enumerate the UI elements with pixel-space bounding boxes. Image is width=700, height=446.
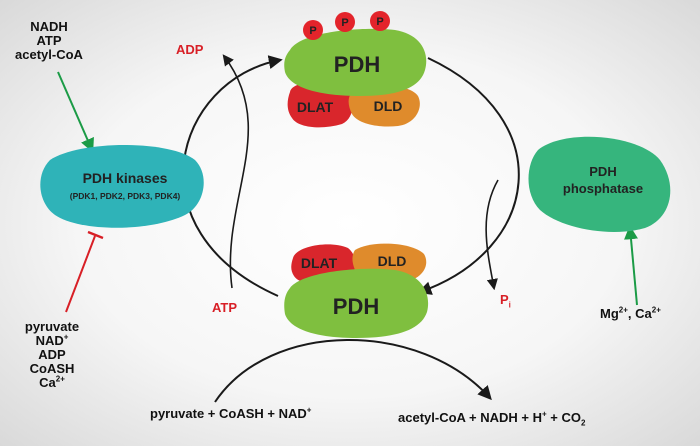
kinase-activation-arrow [57, 71, 94, 153]
top-dlat-label: DLAT [297, 99, 334, 115]
activator-atp: ATP [36, 33, 62, 48]
kinase-activators: NADH ATP acetyl-CoA [6, 20, 92, 62]
kinases-title: PDH kinases [83, 170, 168, 186]
phosphatase-activation-arrow [624, 225, 638, 306]
pi-release-branch [485, 179, 499, 291]
reaction-products: acetyl-CoA + NADH + H+ + CO2 [398, 409, 586, 428]
phosphatase-activators: Mg2+, Ca2+ [600, 305, 661, 321]
pi-label: Pi [500, 292, 511, 310]
top-dld-label: DLD [374, 98, 403, 114]
phosphate-2 [335, 12, 355, 32]
top-pdh-label: PDH [334, 52, 380, 77]
inhibitor-pyruvate: pyruvate [24, 319, 80, 334]
top-pdh-blob [284, 28, 427, 97]
activator-nadh: NADH [30, 19, 68, 34]
reaction-arc [214, 339, 492, 403]
phosphate-3 [370, 11, 390, 31]
phosphatase-title-line1: PDH [589, 164, 616, 179]
phosphate-1 [303, 20, 323, 40]
activator-acetyl-coa: acetyl-CoA [15, 47, 83, 62]
phosphate-3-label: P [376, 16, 383, 28]
adp-label: ADP [176, 42, 204, 57]
inhibitor-nad: NAD+ [35, 332, 69, 348]
inhibitor-coash: CoASH [29, 361, 75, 376]
pdh-kinases-blob [40, 145, 204, 228]
inhibitor-ca: Ca2+ [39, 374, 65, 390]
kinases-subtitle: (PDK1, PDK2, PDK3, PDK4) [70, 191, 181, 201]
kinase-inhibitors: pyruvate NAD+ ADP CoASH Ca2+ [16, 320, 88, 390]
kinase-inhibition-line [65, 235, 96, 313]
phosphate-1-label: P [309, 25, 316, 37]
bottom-dlat-label: DLAT [301, 255, 338, 271]
pdh-complex-phosphorylated: PDH DLAT DLD P P P [284, 11, 427, 128]
pdh-complex-active: DLAT DLD PDH [284, 243, 429, 338]
dephosphorylation-arc [417, 57, 520, 295]
atp-label: ATP [212, 300, 238, 315]
reaction-substrates: pyruvate + CoASH + NAD+ [150, 405, 312, 421]
bottom-pdh-label: PDH [333, 294, 379, 319]
bottom-pdh-blob [284, 268, 429, 338]
phosphate-2-label: P [341, 17, 348, 29]
kinase-inhibition-bar [87, 230, 104, 240]
bottom-dld-label: DLD [378, 253, 407, 269]
phosphatase-title-line2: phosphatase [563, 181, 643, 196]
atp-to-adp-branch [222, 54, 250, 289]
pdh-phosphatase-blob [528, 136, 671, 232]
inhibitor-adp: ADP [38, 347, 66, 362]
